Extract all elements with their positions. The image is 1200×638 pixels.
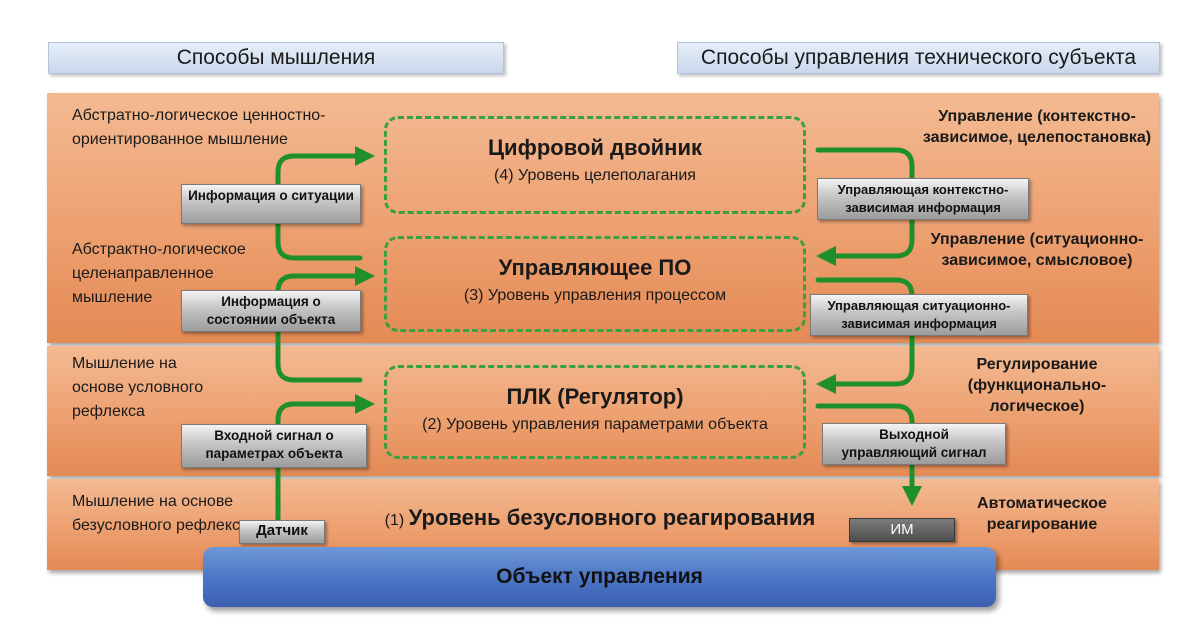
level-3-control-software: Управляющее ПО (3) Уровень управления пр… (384, 236, 806, 332)
level-4-title: Цифровой двойник (487, 135, 703, 160)
sensor-box: Датчик (239, 520, 325, 544)
level-1: (1) Уровень безусловного реагирования (370, 505, 830, 531)
situation-control-info-box: Управляющая ситуационно-зависимая информ… (810, 294, 1028, 336)
thinking-conditional-reflex: Мышление на основе условного рефлекса (72, 355, 204, 420)
output-control-signal-box: Выходной управляющий сигнал (822, 423, 1006, 465)
actuator-box: ИМ (849, 518, 955, 542)
arrow-plc-to-actuator (815, 403, 922, 506)
thinking-goal-directed: Абстрактно-логическое целенаправленное м… (72, 241, 246, 306)
info-object-state-box: Информация о состоянии объекта (181, 290, 361, 332)
thinking-unconditional-reflex: Мышление на основе безусловного рефлекса (72, 493, 249, 534)
arrow-sensor-to-plc (275, 394, 375, 525)
level-2-plc: ПЛК (Регулятор) (2) Уровень управления п… (384, 365, 806, 459)
thinking-value-oriented: Абстратно-логическое ценностно-ориентиро… (72, 107, 326, 148)
header-thinking-methods: Способы мышления (48, 42, 504, 74)
header-control-methods: Способы управления технического субъекта (677, 42, 1160, 74)
control-situation-dependent: Управление (ситуационно-зависимое, смысл… (930, 231, 1144, 269)
info-situation-box: Информация о ситуации (181, 184, 361, 224)
control-regulation: Регулирование (функционально-логическое) (967, 356, 1107, 415)
control-automatic: Автоматическое реагирование (977, 495, 1107, 533)
level-3-title: Управляющее ПО (498, 255, 692, 280)
level-3-subtitle: (3) Уровень управления процессом (463, 287, 727, 304)
input-signal-box: Входной сигнал о параметрах объекта (181, 424, 367, 468)
level-2-subtitle: (2) Уровень управления параметрами объек… (422, 416, 768, 433)
context-control-info-box: Управляющая контекстно-зависимая информа… (817, 178, 1029, 220)
level-1-number: (1) (384, 512, 405, 529)
control-object-bar: Объект управления (203, 547, 996, 607)
level-4-digital-twin: Цифровой двойник (4) Уровень целеполаган… (384, 116, 806, 214)
level-4-subtitle: (4) Уровень целеполагания (494, 167, 696, 184)
control-context-dependent: Управление (контекстно-зависимое, целепо… (922, 108, 1152, 146)
level-1-title: Уровень безусловного реагирования (408, 505, 816, 530)
level-2-title: ПЛК (Регулятор) (506, 384, 684, 409)
